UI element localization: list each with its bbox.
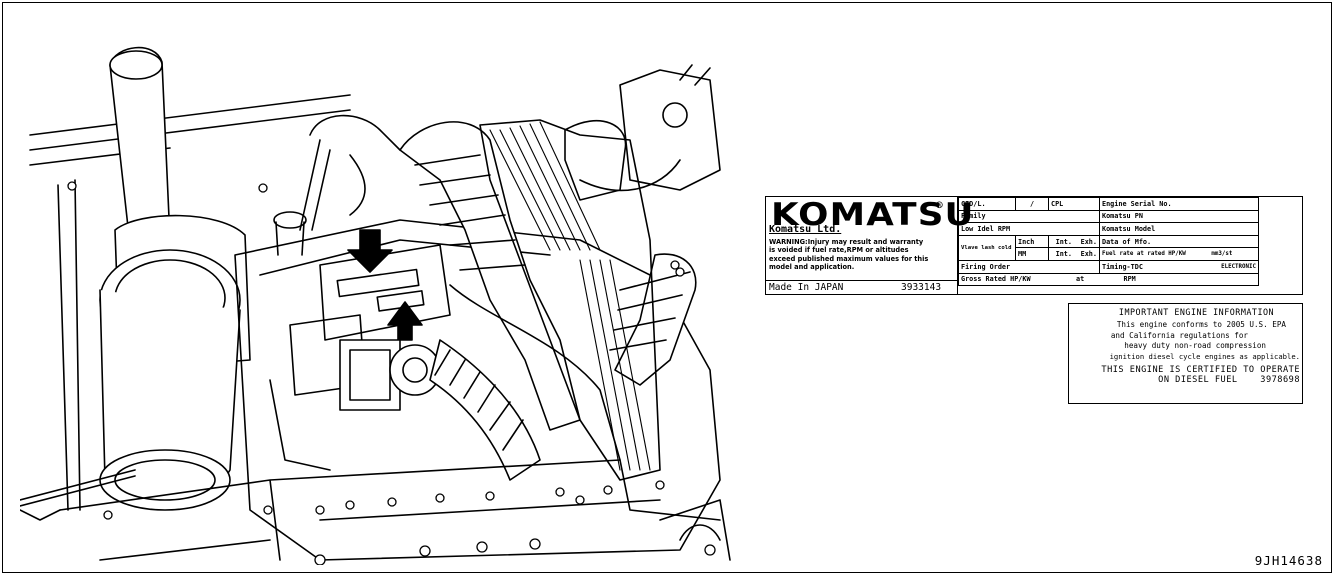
gross-rated-label: Gross Rated HP/KW <box>958 272 1074 287</box>
inch-label: Inch <box>1015 234 1049 249</box>
komatsu-logo: KOMATSU <box>771 197 975 233</box>
low-idle-label: Low Idel RPM <box>958 222 1100 236</box>
warning-line: exceed published maximum values for this <box>769 254 929 263</box>
cert-line-1: THIS ENGINE IS CERTIFIED TO OPERATE <box>1101 365 1300 376</box>
cert-line-2: ON DIESEL FUEL 3978698 <box>1073 375 1300 385</box>
fuel-rate-label: Fuel rate at rated HP/KW <box>1099 247 1210 261</box>
registered-mark: ® <box>936 199 943 212</box>
gross-rated-at: at <box>1074 272 1100 287</box>
family-label: Family <box>958 209 1100 224</box>
info-line: ignition diesel cycle engines as applica… <box>1109 351 1300 361</box>
mm-label: MM <box>1015 247 1049 261</box>
info-line: This engine conforms to 2005 U.S. EPA <box>1116 320 1286 330</box>
inch-int-label: Int. <box>1048 234 1074 249</box>
timing-label: Timing-TDC <box>1099 259 1210 274</box>
made-in-text: Made In JAPAN <box>769 282 844 293</box>
date-mfg-label: Data of Mfo. <box>1099 234 1259 249</box>
engine-illustration <box>20 46 731 565</box>
cid-separator: / <box>1015 197 1049 211</box>
arrow-up-icon <box>387 301 423 341</box>
engine-nameplate: KOMATSU ® Komatsu Ltd. WARNING:Injury ma… <box>765 196 1303 295</box>
warning-line: WARNING:Injury may result and warranty <box>769 238 924 246</box>
cid-label: CID/L. <box>958 197 1016 211</box>
komatsu-pn-label: Komatsu PN <box>1099 209 1259 224</box>
cpl-label: CPL <box>1048 197 1100 211</box>
warning-line: model and application. <box>769 263 855 272</box>
inch-exh-label: Exh. <box>1074 234 1100 249</box>
figure-id: 9JH14638 <box>1254 553 1323 568</box>
firing-order-label: Firing Order <box>958 259 1100 274</box>
warning-text: WARNING:Injury may result and warranty i… <box>769 238 955 272</box>
mm-exh-label: Exh. <box>1074 247 1100 261</box>
fuel-rate-unit: mm3/st <box>1209 247 1260 261</box>
plate-part-number: 3933143 <box>901 282 942 293</box>
info-line: and California regulations for <box>1110 330 1248 340</box>
timing-value: ELECTRONIC <box>1209 259 1260 274</box>
arrow-down-icon <box>347 229 393 273</box>
made-in-row: Made In JAPAN 3933143 <box>766 280 957 295</box>
cert-fuel-text: ON DIESEL FUEL <box>1158 375 1238 386</box>
cert-number: 3978698 <box>1260 375 1300 386</box>
komatsu-model-label: Komatsu Model <box>1099 222 1259 236</box>
valve-lash-label: Vlave lash cold <box>958 234 1016 261</box>
nameplate-fields-grid: CID/L. / CPL Engine Serial No. Family Ko… <box>958 197 1260 287</box>
engine-serial-label: Engine Serial No. <box>1099 197 1259 211</box>
warning-line: is voided if fuel rate,RPM or altitudes <box>769 246 909 255</box>
nameplate-brand-block: KOMATSU ® Komatsu Ltd. WARNING:Injury ma… <box>766 197 973 295</box>
info-line: heavy duty non-road compression <box>1124 341 1266 351</box>
gross-rated-rpm: RPM <box>1099 272 1259 287</box>
mm-int-label: Int. <box>1048 247 1074 261</box>
engine-info-plate: IMPORTANT ENGINE INFORMATION This engine… <box>1068 303 1303 404</box>
company-name: Komatsu Ltd. <box>769 224 842 235</box>
info-title: IMPORTANT ENGINE INFORMATION <box>1118 307 1275 317</box>
